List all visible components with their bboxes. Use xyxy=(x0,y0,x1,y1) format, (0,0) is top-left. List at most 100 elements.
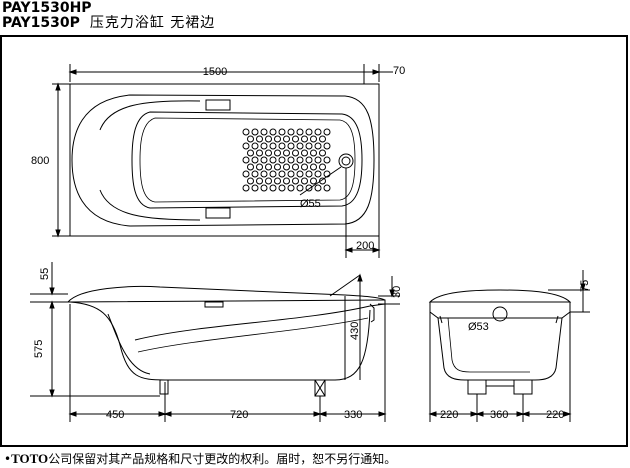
anti-slip-dot xyxy=(296,170,304,178)
end-rim-lip xyxy=(429,301,571,319)
anti-slip-dot xyxy=(323,128,331,136)
side-handle xyxy=(204,301,224,308)
anti-slip-dot xyxy=(269,170,277,178)
anti-slip-dot xyxy=(278,128,286,136)
side-water-line xyxy=(134,305,371,341)
anti-slip-dot xyxy=(305,170,313,178)
anti-slip-dot xyxy=(287,156,295,164)
anti-slip-dot xyxy=(323,184,331,192)
span-720-label: 720 xyxy=(230,409,248,421)
side-rim-top xyxy=(67,285,386,303)
bullet: • xyxy=(4,452,12,466)
anti-slip-dot xyxy=(242,128,250,136)
height-575-label: 575 xyxy=(33,340,45,358)
anti-slip-dot xyxy=(247,135,254,143)
anti-slip-dot xyxy=(319,135,326,143)
anti-slip-dot xyxy=(260,142,268,150)
anti-slip-dot xyxy=(260,128,268,136)
anti-slip-dot xyxy=(296,156,304,164)
anti-slip-dot xyxy=(319,177,326,185)
anti-slip-dot xyxy=(310,177,317,185)
anti-slip-dot xyxy=(314,128,322,136)
drain-outer xyxy=(338,153,354,169)
anti-slip-dot xyxy=(278,156,286,164)
anti-slip-dot xyxy=(283,135,290,143)
anti-slip-dot xyxy=(251,128,259,136)
anti-slip-pattern xyxy=(242,128,331,192)
anti-slip-dot xyxy=(265,163,272,171)
model-code: PAY1530P xyxy=(2,15,80,31)
overflow-circle xyxy=(492,306,508,322)
top-view: Ø55 1500 70 800 200 xyxy=(31,64,405,258)
anti-slip-dot xyxy=(305,184,313,192)
anti-slip-dot xyxy=(274,135,281,143)
backrest-curve-bottom xyxy=(99,189,201,221)
end-foot-left xyxy=(467,379,487,395)
anti-slip-dot xyxy=(269,128,277,136)
end-body xyxy=(437,317,563,381)
anti-slip-dot xyxy=(278,142,286,150)
side-view: 55 575 430 30 450 720 330 xyxy=(30,262,403,422)
anti-slip-dot xyxy=(242,142,250,150)
anti-slip-dot xyxy=(247,149,254,157)
anti-slip-dot xyxy=(256,163,263,171)
top-view-outline xyxy=(69,83,380,237)
anti-slip-dot xyxy=(301,163,308,171)
end-inner xyxy=(447,317,530,373)
basin-inner xyxy=(131,111,363,209)
length-1500-label: 1500 xyxy=(203,66,227,78)
anti-slip-dot xyxy=(296,142,304,150)
basin-floor xyxy=(139,117,356,203)
anti-slip-dot xyxy=(314,156,322,164)
end-view: Ø53 75 220 360 220 xyxy=(428,270,591,422)
anti-slip-dot xyxy=(283,149,290,157)
anti-slip-dot xyxy=(251,170,259,178)
side-rim-lip xyxy=(67,299,386,307)
width-800-label: 800 xyxy=(31,155,49,167)
drain-leader xyxy=(299,166,342,196)
anti-slip-dot xyxy=(265,177,272,185)
anti-slip-dot xyxy=(305,128,313,136)
end-rim xyxy=(428,289,572,303)
anti-slip-dot xyxy=(256,149,263,157)
overflow-diameter-label: Ø53 xyxy=(468,321,489,333)
side-overflow xyxy=(369,303,375,323)
anti-slip-dot xyxy=(278,184,286,192)
disclaimer-text: 公司保留对其产品规格和尺寸更改的权利。届时，恕不另行通知。 xyxy=(48,452,397,466)
anti-slip-dot xyxy=(242,156,250,164)
end-360-label: 360 xyxy=(490,409,508,421)
anti-slip-dot xyxy=(305,142,313,150)
lip-30-label: 30 xyxy=(391,286,403,298)
anti-slip-dot xyxy=(274,177,281,185)
anti-slip-dot xyxy=(278,170,286,178)
anti-slip-dot xyxy=(247,163,254,171)
anti-slip-dot xyxy=(269,184,277,192)
anti-slip-dot xyxy=(260,156,268,164)
anti-slip-dot xyxy=(292,149,299,157)
anti-slip-dot xyxy=(310,149,317,157)
anti-slip-dot xyxy=(287,128,295,136)
side-backrest-line xyxy=(107,313,151,375)
anti-slip-dot xyxy=(251,142,259,150)
anti-slip-dot xyxy=(287,142,295,150)
model-title-hp: PAY1530HP xyxy=(2,0,92,16)
anti-slip-dot xyxy=(314,170,322,178)
end-220-right-label: 220 xyxy=(546,409,564,421)
drain-offset-200-label: 200 xyxy=(356,240,374,252)
anti-slip-dot xyxy=(256,135,263,143)
anti-slip-dot xyxy=(310,163,317,171)
anti-slip-dot xyxy=(319,163,326,171)
disclaimer: •TOTO公司保留对其产品规格和尺寸更改的权利。届时，恕不另行通知。 xyxy=(4,452,397,467)
anti-slip-dot xyxy=(251,184,259,192)
drain-diameter-label: Ø55 xyxy=(300,198,321,210)
anti-slip-dot xyxy=(265,135,272,143)
anti-slip-dot xyxy=(274,163,281,171)
foot-left xyxy=(159,379,169,395)
anti-slip-dot xyxy=(260,184,268,192)
anti-slip-dot xyxy=(296,128,304,136)
anti-slip-dot xyxy=(287,170,295,178)
anti-slip-dot xyxy=(242,170,250,178)
anti-slip-dot xyxy=(292,177,299,185)
anti-slip-dot xyxy=(283,177,290,185)
anti-slip-dot xyxy=(274,149,281,157)
